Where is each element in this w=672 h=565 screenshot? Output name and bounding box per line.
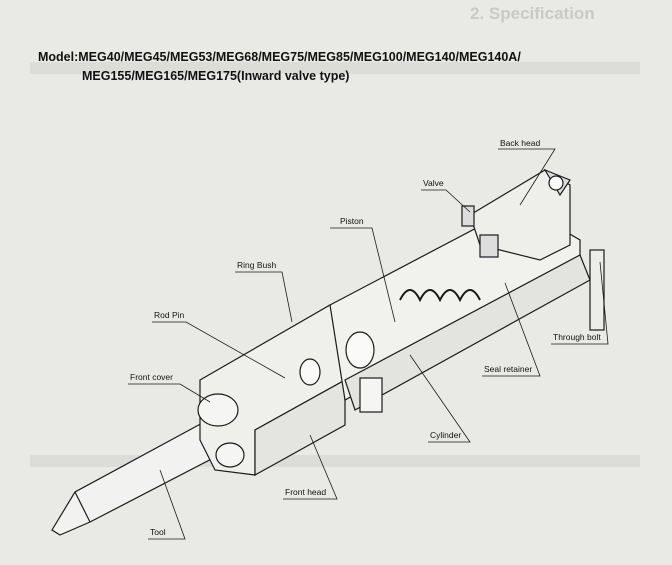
background-table-band bbox=[30, 62, 640, 74]
model-title: Model:MEG40/MEG45/MEG53/MEG68/MEG75/MEG8… bbox=[38, 48, 521, 86]
label-piston: Piston bbox=[340, 216, 364, 226]
back-head-shape bbox=[461, 168, 605, 331]
label-cylinder: Cylinder bbox=[430, 430, 462, 440]
label-rod-pin: Rod Pin bbox=[154, 310, 185, 320]
label-back-head: Back head bbox=[500, 138, 541, 148]
label-through-bolt: Through bolt bbox=[553, 332, 601, 342]
model-title-line2: MEG155/MEG165/MEG175(Inward valve type) bbox=[82, 69, 350, 83]
label-ring-bush: Ring Bush bbox=[237, 260, 277, 270]
label-seal-retainer: Seal retainer bbox=[484, 364, 533, 374]
label-tool: Tool bbox=[150, 527, 166, 537]
background-heading: 2. Specification bbox=[470, 4, 595, 23]
label-front-cover: Front cover bbox=[130, 372, 173, 382]
front-head-shape bbox=[197, 304, 346, 477]
model-title-line1: Model:MEG40/MEG45/MEG53/MEG68/MEG75/MEG8… bbox=[38, 50, 521, 64]
label-front-head: Front head bbox=[285, 487, 327, 497]
leader-lines bbox=[128, 148, 609, 540]
label-valve: Valve bbox=[423, 178, 444, 188]
